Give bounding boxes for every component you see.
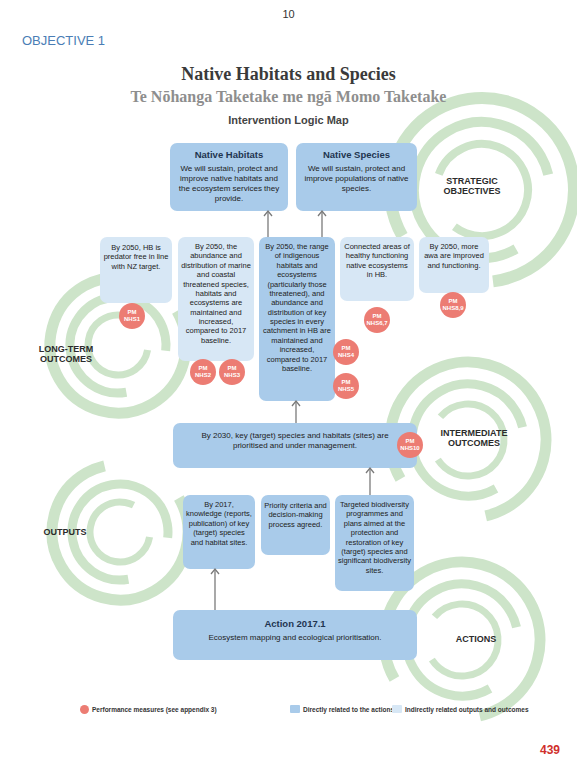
measure-code: PM NHS10	[397, 438, 423, 451]
tier-label: ACTIONS	[436, 634, 516, 644]
flow-arrow	[214, 569, 215, 610]
box-text: By 2050, more awa are improved and funct…	[422, 242, 486, 270]
swirl-ring	[392, 364, 545, 517]
box-text: By 2030, key (target) species and habita…	[195, 431, 395, 451]
box-text: By 2017, knowledge (reports, publication…	[186, 500, 252, 547]
maori-subtitle: Te Nōhanga Taketake me ngā Momo Taketake	[0, 88, 577, 106]
page-number: 10	[0, 8, 577, 21]
outcome-box: Connected areas of healthy functioning n…	[340, 237, 414, 301]
measure-code: PM NHS8,9	[440, 298, 466, 311]
measure-code: PM NHS3	[219, 365, 245, 378]
box-text: Targeted biodiversity programmes and pla…	[338, 500, 411, 575]
outcome-box: Native Habitats We will sustain, protect …	[170, 143, 288, 211]
diagram-title: Native Habitats and Species	[0, 64, 577, 85]
legend-text: Performance measures (see appendix 3)	[92, 705, 217, 714]
box-text: We will sustain, protect and improve nat…	[175, 164, 283, 204]
measure-code: PM NHS2	[190, 365, 216, 378]
legend-text: Directly related to the actions	[303, 705, 394, 714]
box-heading: Native Species	[301, 149, 412, 161]
outcome-box: Action 2017.1Ecosystem mapping and ecolo…	[173, 610, 417, 660]
legend-swatch	[80, 705, 89, 714]
measure-code: PM NHS1	[119, 309, 145, 322]
legend-text: Indirectly related outputs and outcomes	[405, 705, 529, 714]
flow-arrow	[321, 211, 322, 237]
page-stamp: 439	[510, 744, 560, 758]
performance-measure-circle: PM NHS5	[333, 373, 359, 399]
outcome-box: By 2030, key (target) species and habita…	[173, 423, 417, 468]
performance-measure-circle: PM NHS4	[333, 339, 359, 365]
legend-swatch	[392, 705, 402, 713]
outcome-box: Targeted biodiversity programmes and pla…	[335, 495, 414, 591]
outcome-box: By 2050, the abundance and distribution …	[178, 237, 254, 361]
tier-label: STRATEGIC OBJECTIVES	[432, 176, 512, 197]
box-text: Connected areas of healthy functioning n…	[343, 242, 411, 280]
performance-measure-circle: PM NHS3	[219, 359, 245, 385]
tier-label: LONG-TERM OUTCOMES	[30, 344, 102, 365]
box-text: By 2050, the abundance and distribution …	[181, 242, 251, 345]
outcome-box: By 2050, more awa are improved and funct…	[419, 237, 489, 293]
box-text: Ecosystem mapping and ecological priorit…	[183, 633, 407, 643]
outcome-box: By 2017, knowledge (reports, publication…	[183, 495, 255, 569]
performance-measure-circle: PM NHS8,9	[440, 292, 466, 318]
flow-arrow	[369, 468, 370, 495]
tier-label: OUTPUTS	[30, 527, 100, 537]
box-text: By 2050, HB is predator free in line wit…	[103, 243, 169, 271]
swirl-ring	[423, 131, 541, 249]
performance-measure-circle: PM NHS10	[397, 432, 423, 458]
box-text: By 2050, the range of indigenous habitat…	[262, 242, 332, 373]
performance-measure-circle: PM NHS6,7	[364, 307, 390, 333]
flow-arrow	[295, 401, 296, 423]
box-text: Priority criteria and decision-making pr…	[264, 501, 327, 529]
performance-measure-circle: PM NHS2	[190, 359, 216, 385]
legend-swatch	[290, 705, 300, 713]
measure-code: PM NHS6,7	[364, 313, 390, 326]
box-heading: Native Habitats	[175, 149, 283, 161]
flow-arrow	[267, 211, 268, 237]
performance-measure-circle: PM NHS1	[119, 303, 145, 329]
outcome-box: Priority criteria and decision-making pr…	[261, 495, 330, 555]
box-heading: Action 2017.1	[183, 618, 407, 630]
measure-code: PM NHS5	[333, 379, 359, 392]
measure-code: PM NHS4	[333, 345, 359, 358]
outcome-box: By 2050, the range of indigenous habitat…	[259, 237, 335, 401]
box-text: We will sustain, protect and improve pop…	[301, 164, 412, 194]
outcome-box: Native Species We will sustain, protect a…	[296, 143, 417, 211]
swirl-ring	[85, 497, 155, 567]
tier-label: INTERMEDIATE OUTCOMES	[424, 428, 524, 449]
map-subtitle: Intervention Logic Map	[0, 114, 577, 127]
outcome-box: By 2050, HB is predator free in line wit…	[100, 237, 172, 303]
objective-label: OBJECTIVE 1	[22, 34, 172, 49]
